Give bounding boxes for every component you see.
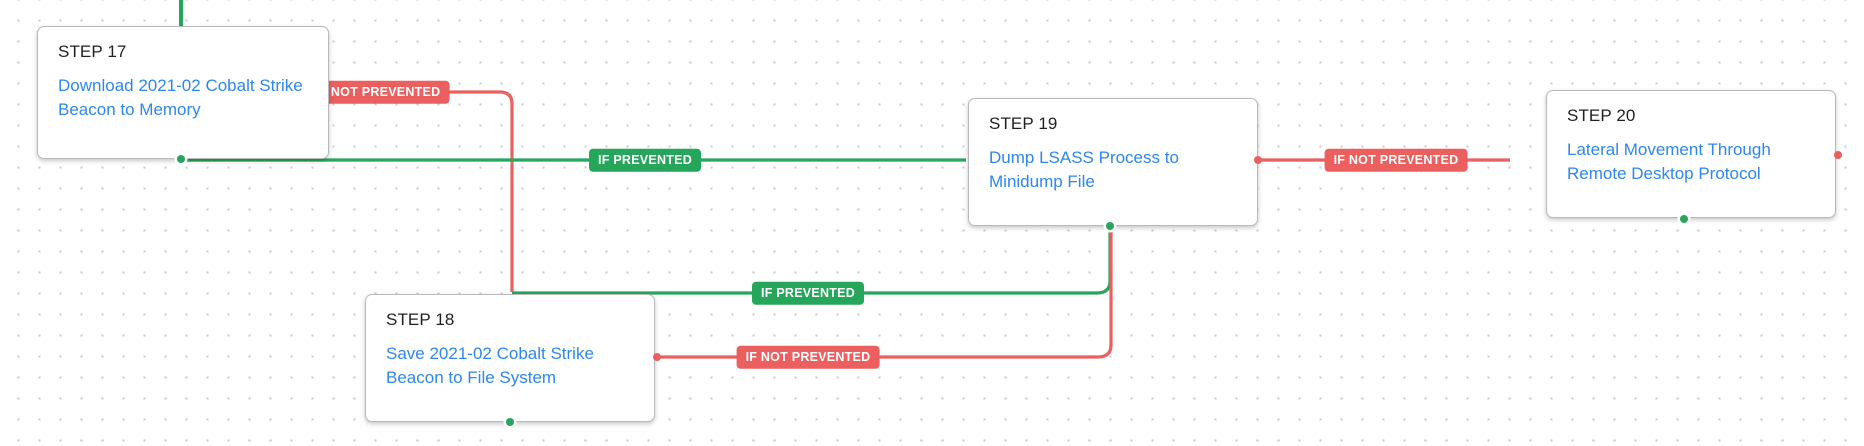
node-step-19-title-line2[interactable]: Minidump File: [989, 172, 1095, 192]
handle-step-19-right[interactable]: [1254, 156, 1262, 164]
handle-step-18-right[interactable]: [653, 353, 661, 361]
node-step-18-title-line2[interactable]: Beacon to File System: [386, 368, 557, 388]
edge-18-not-prevented: [657, 228, 1113, 359]
handle-step-19-bottom[interactable]: [1106, 222, 1114, 230]
node-step-20-number: STEP 20: [1567, 106, 1636, 125]
node-step-20[interactable]: STEP 20 Lateral Movement Through Remote …: [1546, 90, 1836, 218]
handle-step-17-bottom[interactable]: [177, 155, 185, 163]
node-step-17-number: STEP 17: [58, 42, 127, 61]
node-step-18[interactable]: STEP 18 Save 2021-02 Cobalt Strike Beaco…: [365, 294, 655, 422]
handle-step-20-right[interactable]: [1834, 151, 1842, 159]
edge-label-19-not-prevented[interactable]: IF NOT PREVENTED: [1324, 148, 1468, 172]
edge-label-17-prevented[interactable]: IF PREVENTED: [589, 148, 701, 172]
node-step-17-title-line1[interactable]: Download 2021-02 Cobalt Strike: [58, 75, 303, 95]
node-step-17[interactable]: STEP 17 Download 2021-02 Cobalt Strike B…: [37, 26, 329, 159]
handle-step-20-bottom[interactable]: [1680, 215, 1688, 223]
node-step-19[interactable]: STEP 19 Dump LSASS Process to Minidump F…: [968, 98, 1258, 226]
node-step-19-title-line1[interactable]: Dump LSASS Process to: [989, 147, 1179, 167]
edge-label-18-not-prevented[interactable]: IF NOT PREVENTED: [736, 345, 880, 369]
node-step-18-number: STEP 18: [386, 310, 455, 329]
node-step-17-title-line2[interactable]: Beacon to Memory: [58, 100, 201, 120]
node-step-20-title-line2[interactable]: Remote Desktop Protocol: [1567, 164, 1761, 184]
handle-step-18-bottom[interactable]: [506, 418, 514, 426]
node-step-20-title-line1[interactable]: Lateral Movement Through: [1567, 139, 1771, 159]
node-step-19-number: STEP 19: [989, 114, 1058, 133]
edge-label-18-prevented[interactable]: IF PREVENTED: [752, 281, 864, 305]
node-step-18-title-line1[interactable]: Save 2021-02 Cobalt Strike: [386, 343, 594, 363]
